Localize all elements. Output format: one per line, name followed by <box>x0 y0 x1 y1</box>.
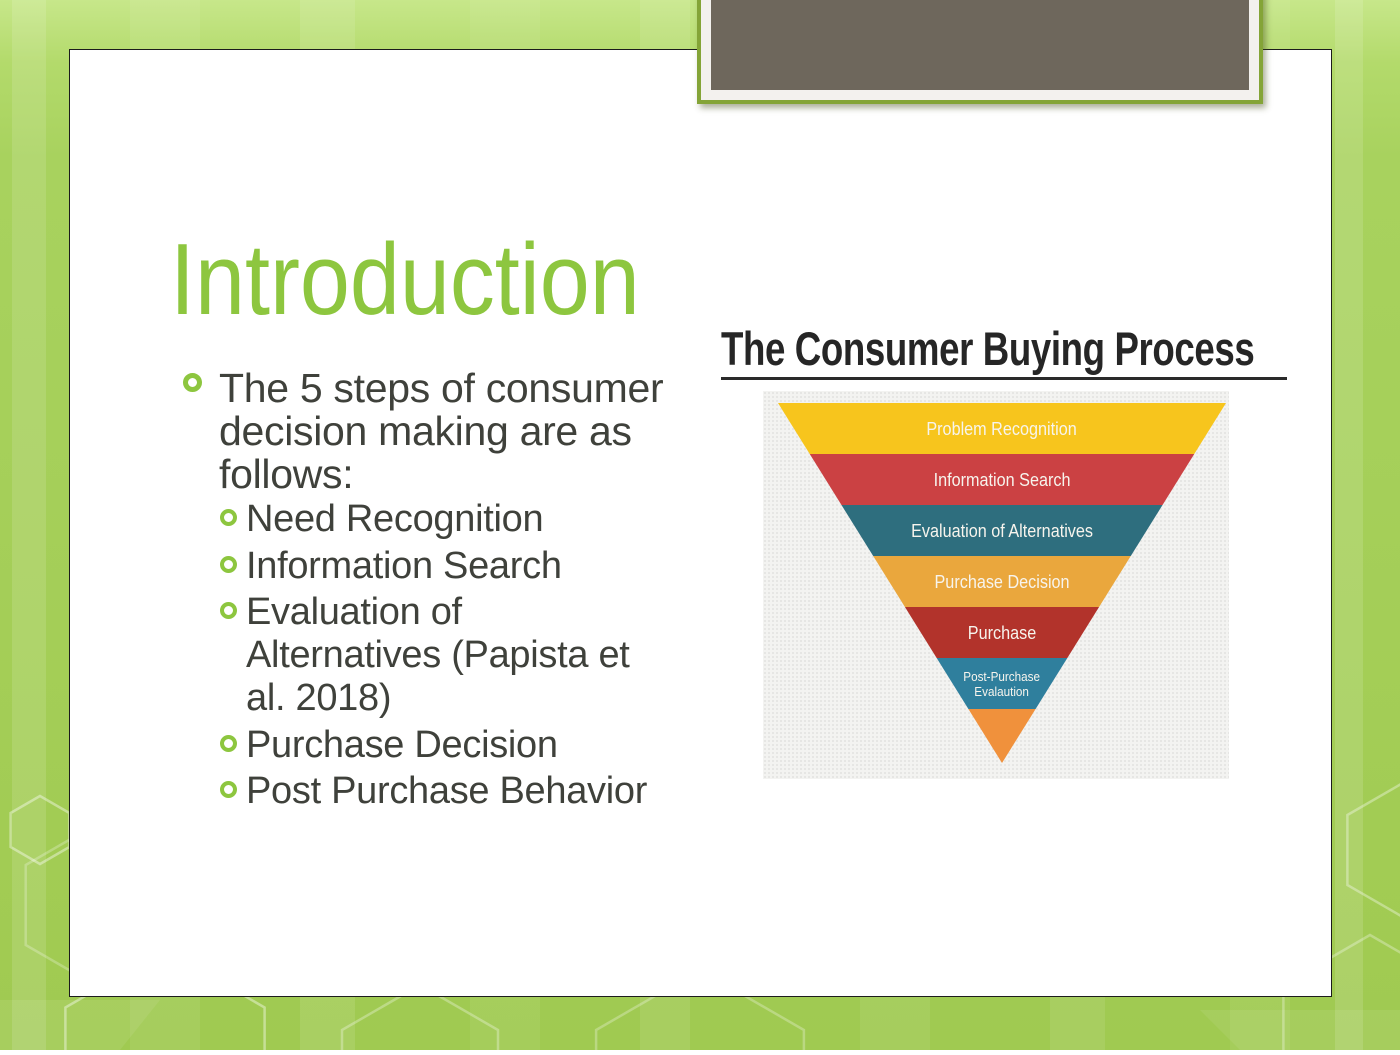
bullet-item: Need Recognition <box>220 498 661 541</box>
sub-bullet-list: Need Recognition Information Search Eval… <box>220 498 661 813</box>
funnel-stage-label: Information Search <box>933 469 1071 490</box>
slide-canvas: Introduction The 5 steps of consumer dec… <box>69 49 1332 997</box>
funnel-tip <box>778 709 1226 763</box>
slide-title: Introduction <box>170 224 640 336</box>
figure-title: The Consumer Buying Process <box>721 324 1287 380</box>
top-photo-frame <box>697 0 1263 104</box>
top-photo <box>711 0 1249 90</box>
funnel-stage: Post-Purchase Evalaution <box>778 658 1226 709</box>
bullet-text: Purchase Decision <box>246 723 558 766</box>
funnel-panel: Problem Recognition Information Search E… <box>763 391 1229 779</box>
funnel-diagram: Problem Recognition Information Search E… <box>778 403 1226 763</box>
funnel-stage-label: Problem Recognition <box>926 418 1078 439</box>
bullet-list: The 5 steps of consumer decision making … <box>183 367 688 817</box>
bullet-icon <box>220 734 237 752</box>
bullet-icon <box>220 555 237 573</box>
funnel-stage: Purchase <box>778 607 1226 658</box>
bullet-text: Post Purchase Behavior <box>246 770 648 812</box>
funnel-stage-label: Post-Purchase Evalaution <box>963 668 1041 699</box>
funnel-stage-label: Evaluation of Alternatives <box>911 520 1093 541</box>
funnel-stage: Information Search <box>778 454 1226 505</box>
funnel-stage-label: Purchase Decision <box>934 571 1070 592</box>
funnel-stage: Evaluation of Alternatives <box>778 505 1226 556</box>
bullet-icon <box>220 602 237 619</box>
bullet-icon <box>220 781 237 798</box>
bullet-text: Information Search <box>246 544 562 587</box>
bullet-text: Need Recognition <box>246 498 544 540</box>
bullet-item: Evaluation of Alternatives (Papista et a… <box>220 591 661 720</box>
bullet-icon <box>220 509 237 526</box>
bullet-text: Evaluation of Alternatives (Papista et a… <box>246 591 630 719</box>
bullet-item: Information Search <box>220 545 661 588</box>
bullet-item: Purchase Decision <box>220 724 661 767</box>
bullet-item: Post Purchase Behavior <box>220 770 661 813</box>
bullet-item: The 5 steps of consumer decision making … <box>183 367 688 496</box>
funnel-stage: Problem Recognition <box>778 403 1226 454</box>
funnel-stage: Purchase Decision <box>778 556 1226 607</box>
bullet-text: The 5 steps of consumer decision making … <box>219 365 664 497</box>
funnel-stage-label: Purchase <box>967 622 1037 643</box>
bullet-icon <box>183 373 202 392</box>
